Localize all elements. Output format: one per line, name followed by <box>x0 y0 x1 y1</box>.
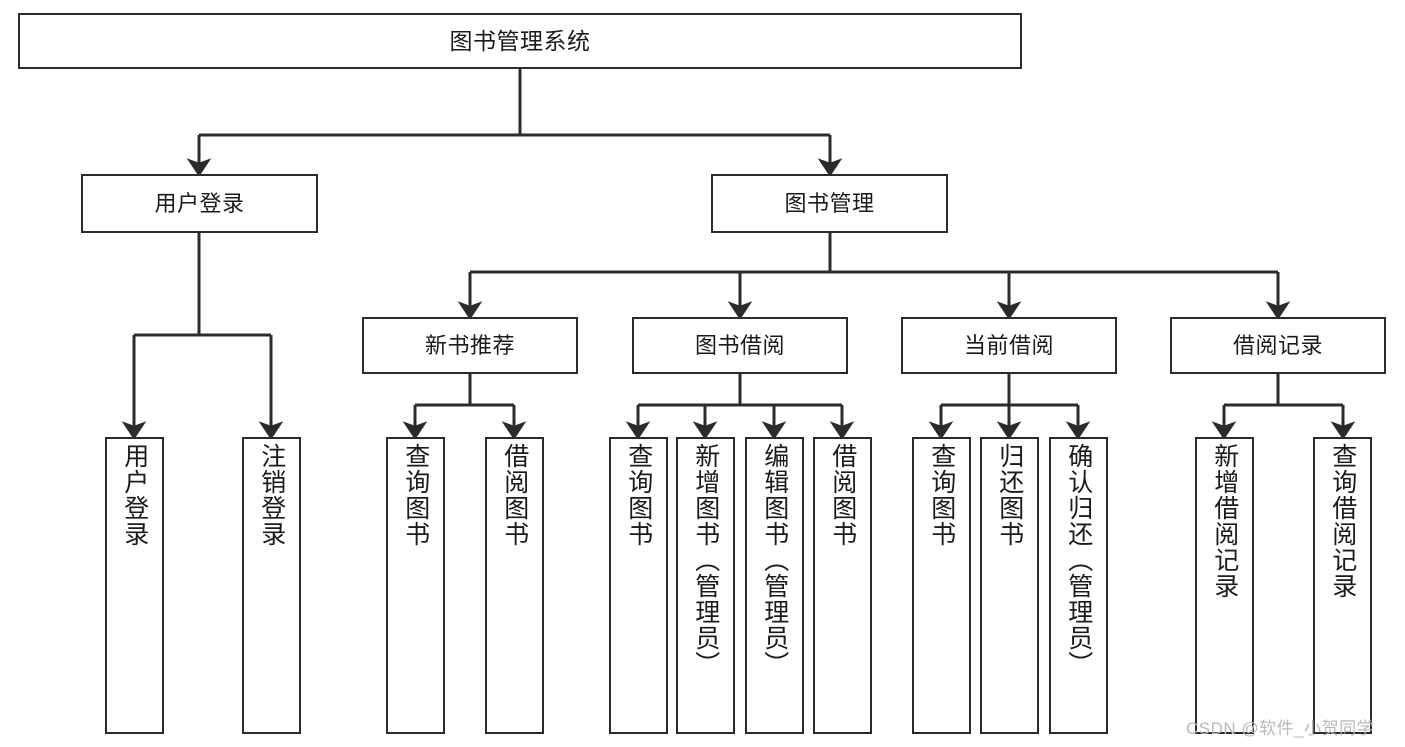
node-leaf-confirm-return-label: 确认归还（管理员） <box>1064 443 1093 677</box>
node-leaf-confirm-return[interactable]: 确认归还（管理员） <box>1049 437 1108 734</box>
node-leaf-query-book-2[interactable]: 查询图书 <box>609 437 668 734</box>
node-leaf-edit-book-label: 编辑图书（管理员） <box>760 443 789 677</box>
node-leaf-query-book-3[interactable]: 查询图书 <box>912 437 971 734</box>
node-leaf-add-book-label: 新增图书（管理员） <box>691 443 720 677</box>
node-book-borrow[interactable]: 图书借阅 <box>632 317 848 374</box>
node-leaf-logout-label: 注销登录 <box>257 443 286 547</box>
node-leaf-borrow-book-2[interactable]: 借阅图书 <box>813 437 872 734</box>
node-leaf-query-record[interactable]: 查询借阅记录 <box>1313 437 1372 734</box>
node-leaf-borrow-book-2-label: 借阅图书 <box>828 443 857 547</box>
node-borrow-record[interactable]: 借阅记录 <box>1170 317 1386 374</box>
node-leaf-query-book-1[interactable]: 查询图书 <box>386 437 445 734</box>
node-leaf-user-login[interactable]: 用户登录 <box>105 437 164 734</box>
node-book-manage-label: 图书管理 <box>784 190 875 216</box>
node-new-book-recommend-label: 新书推荐 <box>424 332 515 358</box>
node-leaf-borrow-book-1[interactable]: 借阅图书 <box>485 437 544 734</box>
node-current-borrow-label: 当前借阅 <box>963 332 1054 358</box>
node-leaf-borrow-book-1-label: 借阅图书 <box>500 443 529 547</box>
node-leaf-user-login-label: 用户登录 <box>120 443 149 547</box>
node-leaf-return-book-label: 归还图书 <box>995 443 1024 547</box>
node-leaf-edit-book[interactable]: 编辑图书（管理员） <box>745 437 804 734</box>
node-new-book-recommend[interactable]: 新书推荐 <box>362 317 578 374</box>
node-book-manage[interactable]: 图书管理 <box>711 174 948 233</box>
node-book-borrow-label: 图书借阅 <box>694 332 785 358</box>
node-leaf-query-record-label: 查询借阅记录 <box>1328 443 1357 599</box>
node-leaf-add-record-label: 新增借阅记录 <box>1210 443 1239 599</box>
node-leaf-logout[interactable]: 注销登录 <box>242 437 301 734</box>
node-current-borrow[interactable]: 当前借阅 <box>901 317 1117 374</box>
node-leaf-query-book-1-label: 查询图书 <box>401 443 430 547</box>
node-leaf-query-book-2-label: 查询图书 <box>624 443 653 547</box>
node-leaf-return-book[interactable]: 归还图书 <box>980 437 1039 734</box>
node-root-label: 图书管理系统 <box>449 27 591 54</box>
node-leaf-add-book[interactable]: 新增图书（管理员） <box>676 437 735 734</box>
csdn-watermark: CSDN @软件_小贺同学 <box>1186 719 1375 738</box>
node-root[interactable]: 图书管理系统 <box>18 13 1022 69</box>
node-user-login-label: 用户登录 <box>154 190 245 216</box>
node-leaf-add-record[interactable]: 新增借阅记录 <box>1195 437 1254 734</box>
node-user-login[interactable]: 用户登录 <box>81 174 318 233</box>
node-borrow-record-label: 借阅记录 <box>1232 332 1323 358</box>
node-leaf-query-book-3-label: 查询图书 <box>927 443 956 547</box>
